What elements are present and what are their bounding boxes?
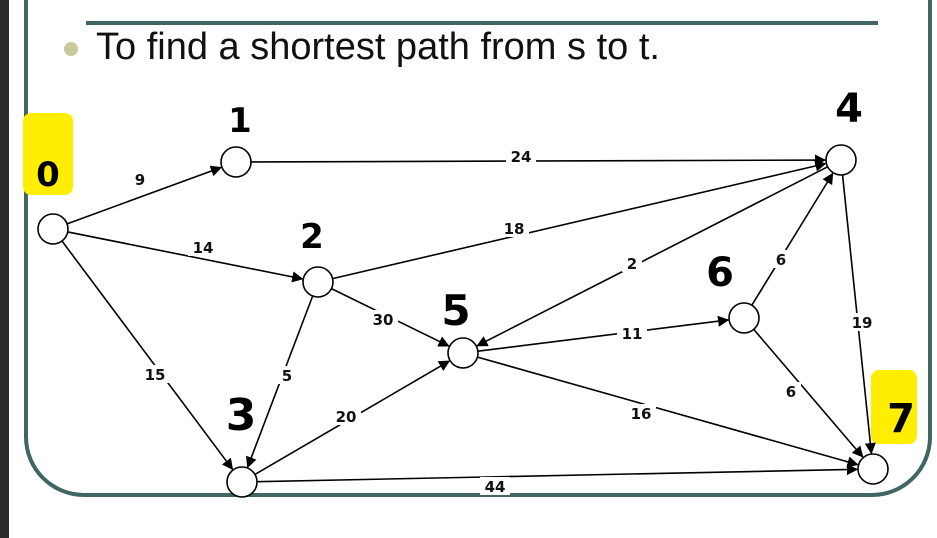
edge-n2-n4 bbox=[332, 160, 827, 280]
node-label-n1: 1 bbox=[228, 101, 252, 141]
node-n4 bbox=[825, 144, 857, 176]
bullet-icon bbox=[64, 42, 78, 56]
edge-s-n2 bbox=[67, 231, 304, 283]
edge-label-bg-n2-n4 bbox=[499, 219, 529, 237]
node-n1 bbox=[220, 146, 252, 178]
node-s bbox=[37, 213, 69, 245]
edge-n3-t bbox=[256, 463, 859, 483]
edge-weight-n3-t: 44 bbox=[485, 478, 506, 496]
node-label-n6: 6 bbox=[706, 250, 734, 296]
edge-n1-n4 bbox=[250, 154, 827, 166]
edge-label-bg-n4-t bbox=[847, 313, 877, 331]
edge-n6-t bbox=[753, 328, 864, 458]
highlight-t bbox=[871, 370, 917, 444]
left-edge-bar bbox=[0, 0, 9, 538]
edge-weight-n1-n4: 24 bbox=[511, 148, 532, 166]
node-n6 bbox=[728, 302, 760, 334]
edge-weight-n2-n3: 5 bbox=[282, 367, 292, 385]
edge-n5-t bbox=[477, 356, 859, 468]
slide-heading: To find a shortest path from s to t. bbox=[96, 26, 660, 68]
edge-weight-n4-n5: 2 bbox=[627, 255, 637, 273]
highlight-s bbox=[23, 113, 73, 195]
edge-weight-n5-n6: 11 bbox=[622, 325, 643, 343]
node-n2 bbox=[302, 266, 334, 298]
node-t bbox=[857, 453, 889, 485]
edge-label-bg-n4-n5 bbox=[622, 254, 642, 272]
edge-n4-n5 bbox=[476, 166, 829, 347]
edge-weight-s-n2: 14 bbox=[193, 239, 214, 257]
node-n5 bbox=[447, 337, 479, 369]
edge-weight-s-n3: 15 bbox=[145, 366, 166, 384]
edge-weight-n6-n4: 6 bbox=[776, 251, 786, 269]
node-label-n3: 3 bbox=[226, 390, 257, 441]
edge-label-bg-s-n3 bbox=[140, 365, 170, 383]
edge-n6-n4 bbox=[751, 172, 834, 306]
node-label-s: 0 bbox=[36, 155, 60, 195]
edge-label-bg-n2-n5 bbox=[368, 310, 398, 328]
edge-weight-n2-n5: 30 bbox=[373, 311, 394, 329]
edge-n5-n6 bbox=[477, 315, 730, 352]
edge-label-bg-n6-t bbox=[781, 382, 801, 400]
edge-label-bg-n5-n6 bbox=[617, 324, 647, 342]
edge-label-bg-n1-n4 bbox=[506, 147, 536, 165]
title-rule bbox=[86, 21, 878, 25]
edge-label-bg-s-n2 bbox=[188, 238, 218, 256]
edge-weight-n6-t: 6 bbox=[786, 383, 796, 401]
edge-label-bg-n3-t bbox=[480, 477, 510, 495]
edge-label-bg-n6-n4 bbox=[771, 250, 791, 268]
edge-weight-n4-t: 19 bbox=[852, 314, 873, 332]
edge-label-bg-n5-t bbox=[626, 404, 656, 422]
node-label-n5: 5 bbox=[441, 286, 470, 335]
node-label-t: 7 bbox=[887, 396, 915, 442]
edge-weight-s-n1: 9 bbox=[135, 171, 145, 189]
node-label-n4: 4 bbox=[835, 86, 863, 132]
edge-s-n3 bbox=[61, 240, 234, 471]
node-n3 bbox=[226, 466, 258, 498]
edge-label-bg-n3-n5 bbox=[331, 407, 361, 425]
node-label-n2: 2 bbox=[300, 217, 324, 257]
edge-weight-n5-t: 16 bbox=[631, 405, 652, 423]
slide-frame bbox=[24, 0, 932, 497]
edge-weight-n3-n5: 20 bbox=[336, 408, 357, 426]
edge-weight-n2-n4: 18 bbox=[504, 220, 525, 238]
edge-label-bg-n2-n3 bbox=[277, 366, 297, 384]
edge-label-bg-s-n1 bbox=[130, 170, 150, 188]
edge-s-n1 bbox=[66, 165, 223, 225]
